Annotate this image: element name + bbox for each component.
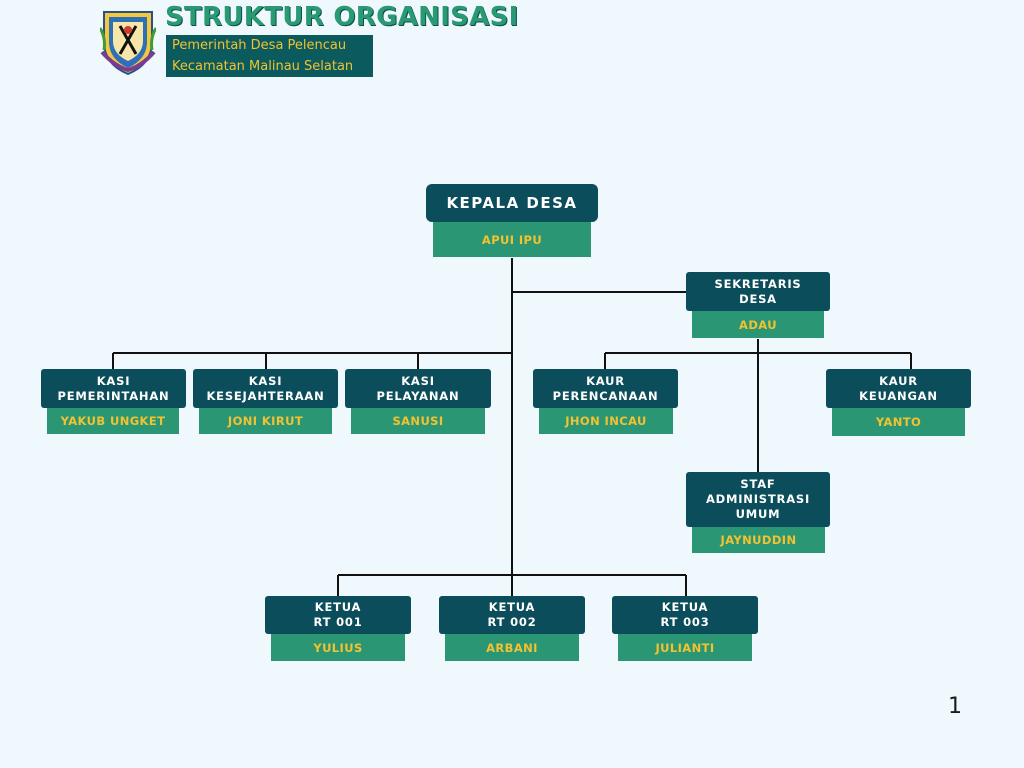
- sekretaris-desa-role: SEKRETARIS DESA: [686, 272, 830, 311]
- kasi-pelayanan-name: SANUSI: [351, 408, 485, 434]
- kepala-desa-name: APUI IPU: [433, 222, 591, 257]
- sekretaris-desa-name: ADAU: [692, 311, 824, 338]
- ketua-rt-002-name: ARBANI: [445, 634, 579, 661]
- ketua-rt-003-name: JULIANTI: [618, 634, 752, 661]
- kasi-pelayanan-role: KASI PELAYANAN: [345, 369, 491, 408]
- ketua-rt-002-role: KETUA RT 002: [439, 596, 585, 634]
- ketua-rt-003-role: KETUA RT 003: [612, 596, 758, 634]
- subtitle-district: Kecamatan Malinau Selatan: [166, 56, 373, 77]
- page-title: STRUKTUR ORGANISASI: [165, 2, 519, 32]
- kaur-perencanaan-name: JHON INCAU: [539, 408, 673, 434]
- ketua-rt-001-role: KETUA RT 001: [265, 596, 411, 634]
- staf-administrasi-role: STAF ADMINISTRASI UMUM: [686, 472, 830, 527]
- kaur-keuangan-name: YANTO: [832, 408, 965, 436]
- kasi-kesejahteraan-role: KASI KESEJAHTERAAN: [193, 369, 338, 408]
- kasi-pemerintahan-role: KASI PEMERINTAHAN: [41, 369, 186, 408]
- page-number: 1: [948, 694, 962, 719]
- subtitle-village: Pemerintah Desa Pelencau: [166, 35, 373, 56]
- kasi-kesejahteraan-name: JONI KIRUT: [199, 408, 332, 434]
- kasi-pemerintahan-name: YAKUB UNGKET: [47, 408, 179, 434]
- staf-administrasi-name: JAYNUDDIN: [692, 527, 825, 553]
- malinau-emblem-logo: [100, 11, 156, 76]
- kaur-perencanaan-role: KAUR PERENCANAAN: [533, 369, 678, 408]
- kepala-desa-role: KEPALA DESA: [426, 184, 598, 222]
- kaur-keuangan-role: KAUR KEUANGAN: [826, 369, 971, 408]
- ketua-rt-001-name: YULIUS: [271, 634, 405, 661]
